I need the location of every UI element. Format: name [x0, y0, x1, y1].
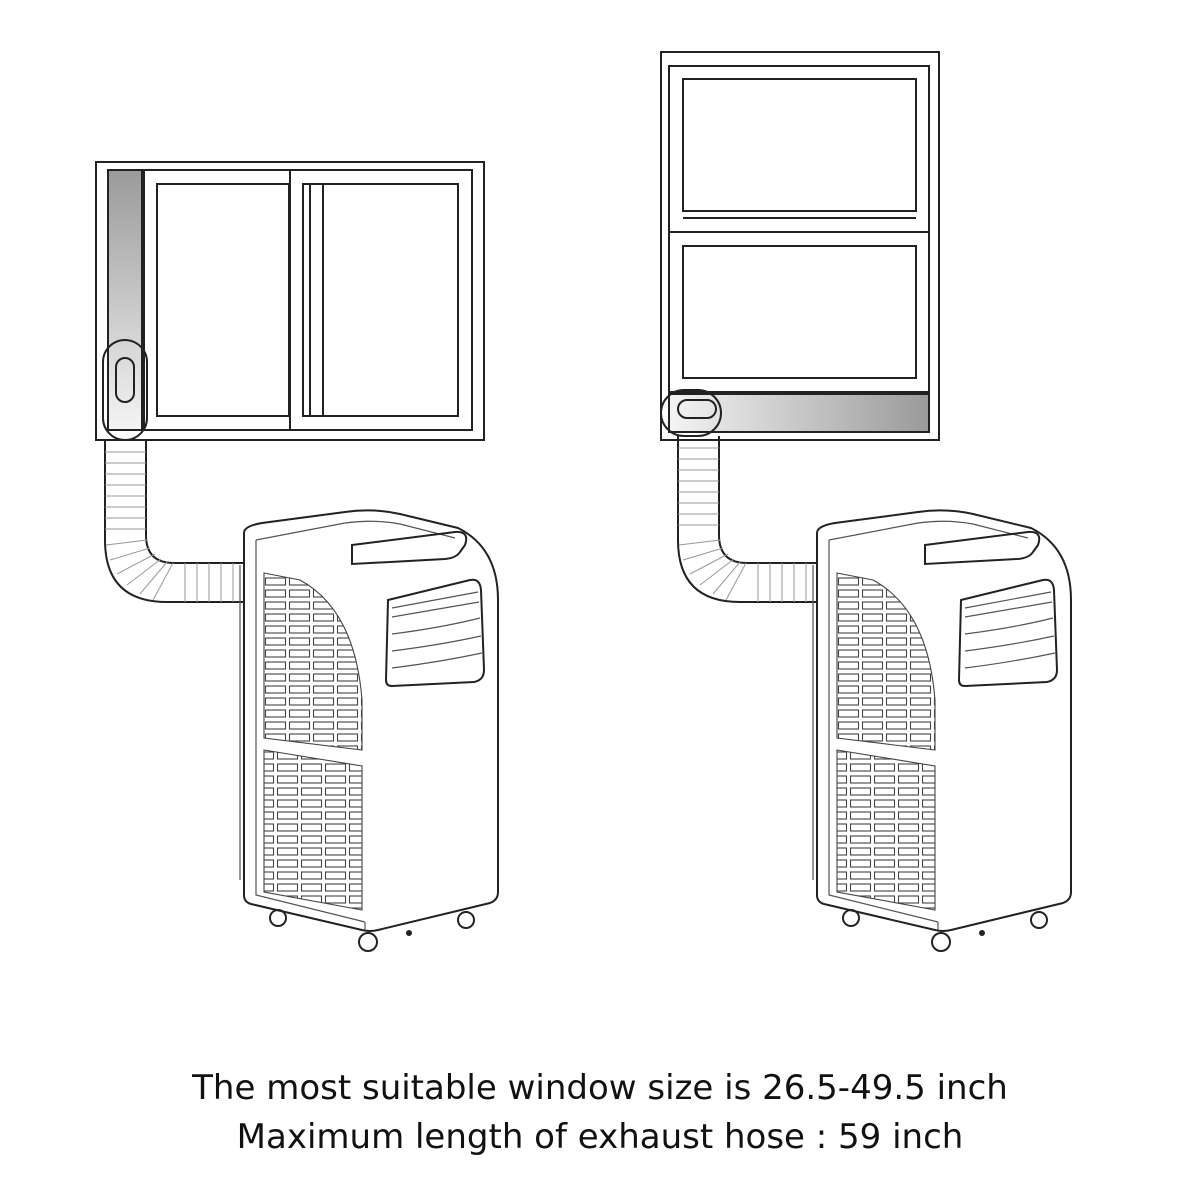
hose-connector-icon [102, 339, 148, 441]
exhaust-hose-left [104, 440, 244, 603]
horizontal-window-seal-panel [668, 393, 930, 433]
sliding-window [95, 161, 485, 441]
installation-diagram [95, 51, 1072, 952]
vertical-window-seal-panel [107, 169, 143, 431]
portable-air-conditioner-right [812, 509, 1072, 952]
hose-length-caption: Maximum length of exhaust hose : 59 inch [236, 1117, 964, 1157]
window-size-caption: The most suitable window size is 26.5-49… [192, 1068, 1008, 1108]
exhaust-hose-right [677, 436, 817, 603]
hose-connector-icon [660, 389, 722, 437]
portable-air-conditioner-left [239, 509, 499, 952]
hung-window [660, 51, 940, 441]
